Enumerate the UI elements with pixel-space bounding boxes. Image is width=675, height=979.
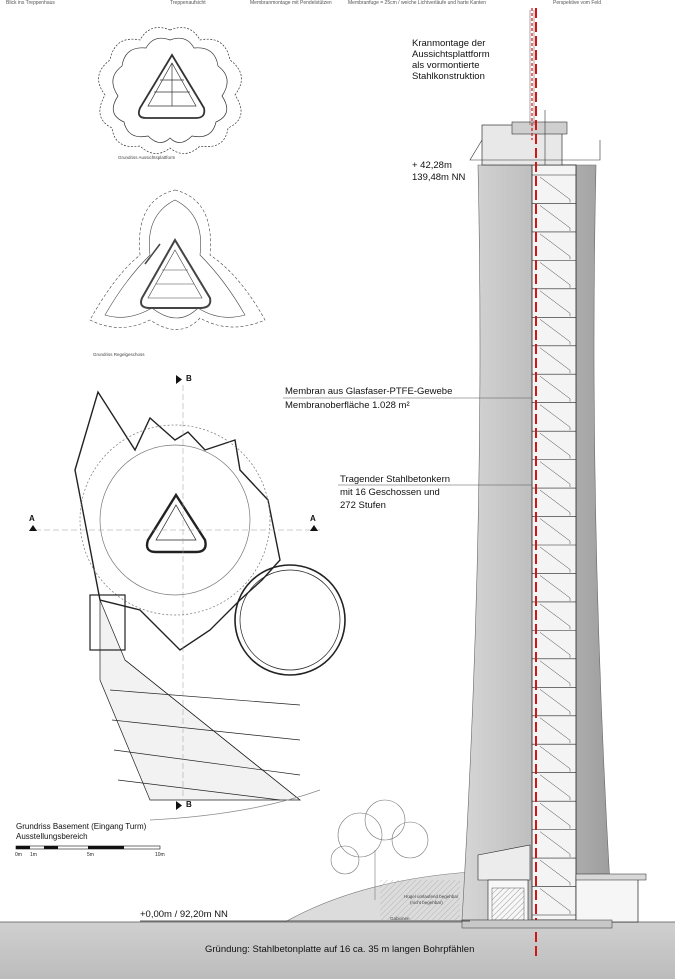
- basement-subtitle: Ausstellungsbereich: [16, 832, 88, 841]
- section-marker-a-left: [29, 525, 37, 531]
- stair-flight: [539, 262, 571, 288]
- stair-flight: [539, 376, 571, 402]
- header-label-3: Membranmontage mit Pendelstützen: [250, 0, 332, 6]
- scale-bar: [15, 845, 161, 850]
- annotation-membrane-material: Membran aus Glasfaser-PTFE-Gewebe: [285, 386, 453, 397]
- plan-observation-platform: [98, 27, 242, 154]
- caption-observation-platform: Grundriss Aussichtsplattform: [118, 155, 176, 160]
- stair-flight: [539, 774, 571, 801]
- stair-flight: [539, 461, 571, 488]
- header-label-2: Treppenaufsicht: [170, 0, 206, 6]
- plan-standard-floor: [89, 189, 266, 330]
- stair-flight: [539, 347, 571, 374]
- annotation-hill-1: Hügel umlaufend begehbar: [404, 894, 459, 899]
- stair-flight: [539, 233, 571, 260]
- header-label-5: Perspektive vom Feld: [553, 0, 602, 6]
- elevation-top-relative: + 42,28m: [412, 160, 452, 171]
- scale-label-5: 5m: [87, 852, 94, 858]
- stair-flight: [539, 859, 571, 886]
- annotation-crane-3: als vormontierte: [412, 60, 480, 71]
- annotation-core-3: 272 Stufen: [340, 500, 386, 511]
- annotation-membrane-area: Membranoberfläche 1.028 m²: [285, 400, 410, 411]
- plan-basement: [35, 385, 346, 821]
- annotation-hill-2: (nicht begehbar): [410, 900, 443, 905]
- stair-flight: [539, 689, 571, 715]
- scale-label-10: 10m: [155, 852, 165, 858]
- stair-flight: [539, 888, 571, 914]
- stair-flight: [539, 404, 571, 431]
- annotation-foundation: Gründung: Stahlbetonplatte auf 16 ca. 35…: [205, 944, 475, 955]
- elevation-top-absolute: 139,48m NN: [412, 172, 466, 183]
- basement-title: Grundriss Basement (Eingang Turm): [16, 822, 147, 831]
- section-marker-a-right: [310, 525, 318, 531]
- stair-flight: [539, 717, 571, 744]
- stair-flight: [539, 603, 571, 630]
- stair-flight: [539, 176, 571, 203]
- annotation-crane-2: Aussichtsplattform: [412, 49, 490, 60]
- tower-elevation: [0, 8, 675, 979]
- stair-flight: [539, 546, 571, 573]
- stair-flight: [539, 660, 571, 687]
- scale-label-0: 0m: [15, 852, 22, 858]
- elevation-ground: +0,00m / 92,20m NN: [140, 909, 228, 920]
- annotation-gabions: Gabionen: [390, 916, 410, 921]
- section-label-b-bottom: B: [186, 800, 192, 809]
- annotation-core-1: Tragender Stahlbetonkern: [340, 474, 451, 485]
- annotation-core-2: mit 16 Geschossen und: [340, 487, 440, 498]
- stair-flight: [539, 575, 571, 601]
- stair-flight: [539, 831, 571, 858]
- section-marker-b-top: [176, 375, 182, 384]
- header-label-4: Membranfuge = 25cm / weiche Lichtverläuf…: [348, 0, 486, 6]
- stair-flight: [539, 746, 571, 772]
- scale-label-1: 1m: [30, 852, 37, 858]
- annotation-crane-1: Kranmontage der: [412, 38, 486, 49]
- section-label-a-left: A: [29, 514, 35, 523]
- stair-flight: [539, 290, 571, 317]
- stair-flight: [539, 205, 571, 231]
- header-label-1: Blick ins Treppenhaus: [6, 0, 55, 6]
- stair-flight: [539, 802, 571, 829]
- section-marker-b-bottom: [176, 801, 182, 810]
- caption-standard-floor: Grundriss Regelgeschoss: [93, 352, 145, 357]
- stair-flight: [539, 632, 571, 658]
- stair-flight: [539, 432, 571, 459]
- section-label-b-top: B: [186, 374, 192, 383]
- stair-flight: [539, 518, 571, 544]
- annotation-crane-4: Stahlkonstruktion: [412, 71, 485, 82]
- stair-flight: [539, 489, 571, 516]
- section-label-a-right: A: [310, 514, 316, 523]
- stair-flight: [539, 319, 571, 345]
